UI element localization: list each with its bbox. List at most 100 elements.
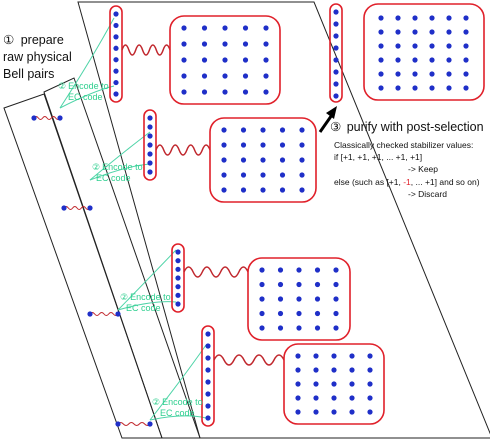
physical-qubit <box>296 310 302 317</box>
physical-qubit <box>349 395 355 401</box>
physical-qubit <box>333 296 339 302</box>
physical-qubit <box>222 89 228 95</box>
physical-qubit <box>113 45 119 51</box>
physical-qubit <box>263 41 269 47</box>
raw-bell-pair-wire <box>63 206 91 210</box>
logical-qubit-column <box>109 5 123 103</box>
physical-qubit <box>446 29 452 35</box>
physical-qubit <box>113 68 119 74</box>
physical-qubit <box>395 85 401 91</box>
physical-qubit <box>259 267 265 273</box>
raw-qubit <box>147 421 153 427</box>
physical-qubit <box>313 367 319 373</box>
raw-qubit <box>87 205 93 211</box>
physical-qubit <box>333 93 339 99</box>
physical-qubit <box>147 115 153 121</box>
rule-else: else (such as [+1, -1, ... +1] and so on… <box>334 177 480 187</box>
physical-qubit <box>378 15 384 21</box>
physical-qubit <box>242 89 249 95</box>
physical-qubit <box>367 381 373 387</box>
physical-qubit <box>331 381 337 387</box>
physical-qubit <box>263 73 269 79</box>
physical-qubit <box>299 142 305 148</box>
raw-bell-pair-wire <box>33 116 61 120</box>
logical-qubit-grid <box>169 15 281 105</box>
physical-qubit <box>331 409 337 415</box>
purified-result <box>329 3 485 103</box>
physical-qubit <box>333 325 339 331</box>
physical-qubit <box>240 142 247 148</box>
physical-qubit <box>378 57 384 63</box>
physical-qubit <box>175 249 181 255</box>
step1-marker: ① <box>3 33 14 47</box>
physical-qubit <box>349 353 355 359</box>
physical-qubit <box>147 160 153 166</box>
physical-qubit <box>331 353 337 359</box>
physical-qubit <box>395 71 401 77</box>
physical-qubit <box>113 11 119 17</box>
physical-qubit <box>260 142 266 148</box>
physical-qubit <box>113 34 119 40</box>
physical-qubit <box>295 381 301 387</box>
physical-qubit <box>313 409 319 415</box>
physical-qubit <box>299 172 305 178</box>
physical-qubit <box>446 71 452 77</box>
physical-qubit <box>296 281 302 288</box>
raw-bell-pair-wire <box>89 312 119 316</box>
rule-if: if [+1, +1, +1, ... +1, +1] <box>334 152 422 162</box>
physical-qubit <box>242 57 249 63</box>
step3-text: purify with post-selection <box>347 120 484 134</box>
svg-text:EC code: EC code <box>96 173 131 183</box>
physical-qubit <box>175 284 181 290</box>
physical-qubit <box>333 33 339 39</box>
physical-qubit <box>221 172 227 178</box>
physical-qubit <box>429 15 435 21</box>
physical-qubit <box>181 41 187 47</box>
entanglement-wire <box>213 354 285 366</box>
physical-qubit <box>260 157 266 163</box>
encoded-row-2 <box>143 109 317 203</box>
physical-qubit <box>395 43 401 49</box>
physical-qubit <box>260 187 266 193</box>
physical-qubit <box>412 85 418 91</box>
raw-bell-pair-wire <box>117 422 151 426</box>
svg-text:EC code: EC code <box>126 303 161 313</box>
physical-qubit <box>395 57 401 63</box>
encoded-rows <box>31 5 385 427</box>
physical-qubit <box>314 296 321 302</box>
step1-label: ① prepare raw physical Bell pairs <box>3 33 72 81</box>
physical-qubit <box>201 89 208 95</box>
physical-qubit <box>367 395 373 401</box>
physical-qubit <box>205 403 211 409</box>
physical-qubit <box>331 395 337 401</box>
physical-qubit <box>181 73 187 79</box>
physical-qubit <box>349 381 355 387</box>
physical-qubit <box>279 157 286 163</box>
physical-qubit <box>313 381 319 387</box>
physical-qubit <box>429 85 435 91</box>
physical-qubit <box>279 187 286 193</box>
physical-qubit <box>201 57 208 63</box>
physical-qubit <box>296 296 302 302</box>
raw-qubit <box>87 311 93 317</box>
physical-qubit <box>222 41 228 47</box>
physical-qubit <box>277 267 284 273</box>
encode-line <box>89 131 151 181</box>
physical-qubit <box>277 310 284 317</box>
physical-qubit <box>147 169 153 175</box>
step1-line-2: raw physical <box>3 50 72 64</box>
physical-qubit <box>378 71 384 77</box>
physical-qubit <box>313 353 319 359</box>
svg-text:③ purify with post-selec: ③ purify with post-selection <box>330 120 484 134</box>
physical-qubit <box>333 9 339 15</box>
physical-qubit <box>446 85 452 91</box>
physical-qubit <box>113 91 119 97</box>
physical-qubit <box>222 25 228 31</box>
physical-qubit <box>446 43 452 49</box>
physical-qubit <box>412 71 418 77</box>
raw-qubit <box>31 115 37 121</box>
physical-qubit <box>314 281 321 288</box>
